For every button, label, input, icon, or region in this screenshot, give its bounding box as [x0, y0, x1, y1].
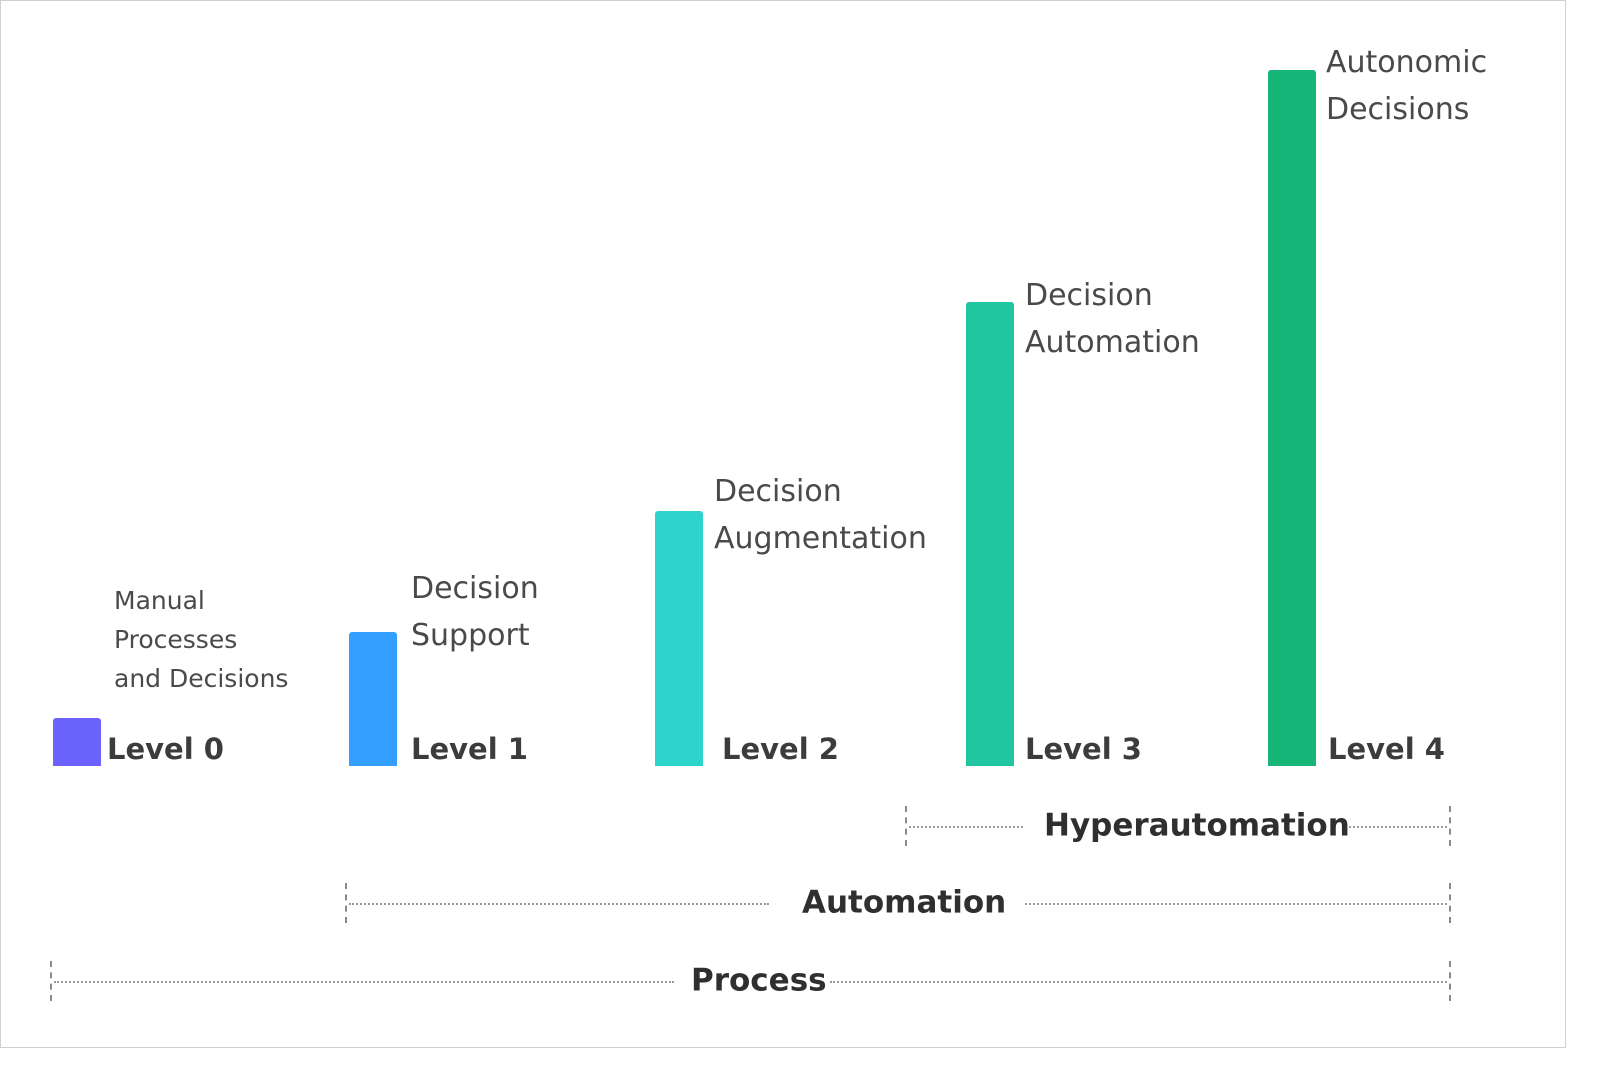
automation-range: Automation	[345, 883, 1451, 923]
level-1-description-line-1: Decision	[411, 571, 539, 606]
process-range-end-tick	[1449, 961, 1451, 1001]
level-0-label: Level 0	[107, 732, 224, 766]
level-4-bar	[1268, 70, 1316, 766]
hyperautomation-range-line-right	[1349, 826, 1447, 828]
hyperautomation-range-line-left	[909, 826, 1023, 828]
diagram-frame: Level 0 Manual Processes and Decisions L…	[0, 0, 1566, 1048]
process-range: Process	[50, 961, 1451, 1001]
level-3-label: Level 3	[1025, 732, 1142, 766]
level-1-description: Decision Support	[411, 565, 539, 659]
hyperautomation-range: Hyperautomation	[905, 806, 1451, 846]
level-2-label: Level 2	[722, 732, 839, 766]
level-4-description-line-2: Decisions	[1326, 92, 1470, 127]
process-range-start-tick	[50, 961, 52, 1001]
process-range-label: Process	[691, 962, 827, 999]
automation-range-line-left	[349, 903, 769, 905]
level-2-description-line-1: Decision	[714, 474, 842, 509]
level-3-description-line-2: Automation	[1025, 325, 1200, 360]
process-range-line-right	[830, 981, 1447, 983]
automation-range-label: Automation	[802, 884, 1007, 921]
automation-range-end-tick	[1449, 883, 1451, 923]
level-0-description: Manual Processes and Decisions	[114, 581, 288, 698]
level-2-bar	[655, 511, 703, 766]
level-0-bar	[53, 718, 101, 766]
level-1-description-line-2: Support	[411, 618, 530, 653]
level-4-description: Autonomic Decisions	[1326, 39, 1487, 133]
level-3-bar	[966, 302, 1014, 766]
automation-range-start-tick	[345, 883, 347, 923]
level-4-label: Level 4	[1328, 732, 1445, 766]
level-4-description-line-1: Autonomic	[1326, 45, 1488, 80]
level-1-label: Level 1	[411, 732, 528, 766]
level-3-description: Decision Automation	[1025, 272, 1200, 366]
level-0-description-line-2: Processes	[114, 625, 238, 654]
hyperautomation-range-start-tick	[905, 806, 907, 846]
level-0-description-line-1: Manual	[114, 586, 205, 615]
level-3-description-line-1: Decision	[1025, 278, 1153, 313]
level-0-description-line-3: and Decisions	[114, 664, 289, 693]
hyperautomation-range-label: Hyperautomation	[1044, 807, 1350, 844]
process-range-line-left	[54, 981, 674, 983]
level-2-description-line-2: Augmentation	[714, 521, 927, 556]
automation-range-line-right	[1025, 903, 1447, 905]
level-1-bar	[349, 632, 397, 766]
hyperautomation-range-end-tick	[1449, 806, 1451, 846]
level-2-description: Decision Augmentation	[714, 468, 927, 562]
